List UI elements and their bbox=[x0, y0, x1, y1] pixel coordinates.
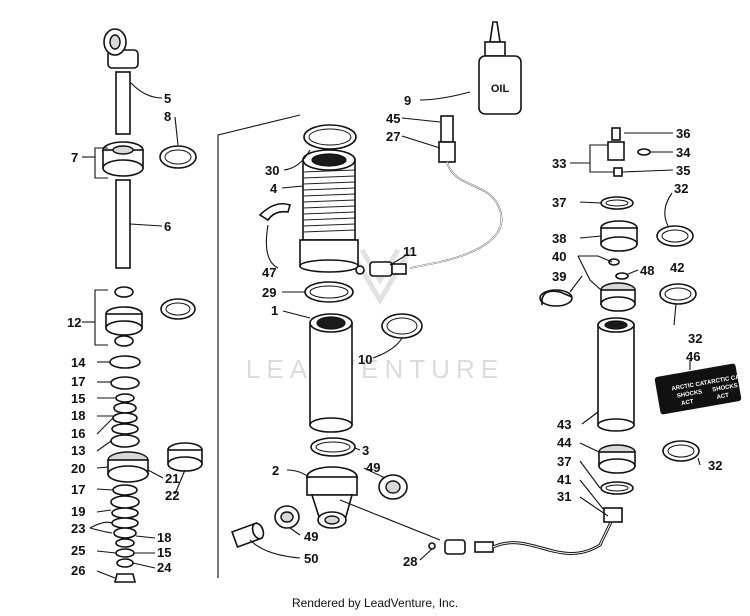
washer-stack bbox=[109, 355, 141, 448]
hose-assembly-top bbox=[409, 115, 503, 269]
spanner-47 bbox=[258, 202, 291, 222]
watermark-text: LEADVENTURE bbox=[246, 354, 504, 384]
callout-8: 8 bbox=[164, 109, 171, 124]
callout-42: 42 bbox=[670, 260, 684, 275]
callout-35: 35 bbox=[676, 163, 690, 178]
callout-33: 33 bbox=[552, 156, 566, 171]
piston-20 bbox=[107, 451, 149, 483]
lower-valve-stack bbox=[110, 484, 140, 583]
callout-34: 34 bbox=[676, 145, 691, 160]
center-shock-body bbox=[231, 124, 423, 548]
callout-numbers: 5 8 7 6 12 14 17 15 18 16 13 20 21 22 17… bbox=[67, 91, 722, 578]
split-ring-22 bbox=[167, 442, 203, 472]
callout-6: 6 bbox=[164, 219, 171, 234]
cylinder-1 bbox=[309, 313, 353, 433]
callout-7: 7 bbox=[71, 150, 78, 165]
callout-12: 12 bbox=[67, 315, 81, 330]
bearing-housing-7 bbox=[102, 141, 144, 177]
decal-logo-right: ACT bbox=[716, 393, 730, 401]
callout-49a: 49 bbox=[366, 460, 380, 475]
sleeve-50 bbox=[231, 522, 265, 548]
callout-26: 26 bbox=[71, 563, 85, 578]
callout-10: 10 bbox=[358, 352, 372, 367]
callout-2: 2 bbox=[272, 463, 279, 478]
footer-credit: Rendered by LeadVenture, Inc. bbox=[291, 596, 459, 610]
callout-20: 20 bbox=[71, 461, 85, 476]
callout-17a: 17 bbox=[71, 374, 85, 389]
callout-3: 3 bbox=[362, 443, 369, 458]
decal-logo-left: ACT bbox=[681, 399, 695, 407]
callout-45: 45 bbox=[386, 111, 400, 126]
callout-15b: 15 bbox=[157, 545, 171, 560]
callout-48: 48 bbox=[640, 263, 654, 278]
watermark: LEADVENTURE bbox=[246, 248, 504, 384]
decal-shocks-left: SHOCKS bbox=[677, 389, 703, 399]
callout-47: 47 bbox=[262, 265, 276, 280]
callout-21: 21 bbox=[165, 471, 179, 486]
shaft-5 bbox=[115, 71, 131, 135]
callout-31: 31 bbox=[557, 489, 571, 504]
callout-41: 41 bbox=[557, 472, 571, 487]
piston-group-12 bbox=[105, 286, 143, 347]
group-border bbox=[217, 114, 301, 578]
callout-19: 19 bbox=[71, 504, 85, 519]
leader-lines bbox=[82, 81, 701, 579]
callout-50: 50 bbox=[304, 551, 318, 566]
hose-assembly-bottom bbox=[339, 499, 623, 555]
callout-17b: 17 bbox=[71, 482, 85, 497]
callout-49b: 49 bbox=[304, 529, 318, 544]
callout-14: 14 bbox=[71, 355, 86, 370]
callout-39: 39 bbox=[552, 269, 566, 284]
threaded-body-4 bbox=[299, 149, 359, 273]
callout-37b: 37 bbox=[557, 454, 571, 469]
shaft-6 bbox=[115, 179, 131, 269]
callout-16: 16 bbox=[71, 426, 85, 441]
callout-13: 13 bbox=[71, 443, 85, 458]
callout-18a: 18 bbox=[71, 408, 85, 423]
callout-38: 38 bbox=[552, 231, 566, 246]
callout-28: 28 bbox=[403, 554, 417, 569]
callout-24: 24 bbox=[157, 560, 172, 575]
decal-shocks-right: SHOCKS bbox=[712, 383, 738, 393]
callout-1: 1 bbox=[271, 303, 278, 318]
callout-29: 29 bbox=[262, 285, 276, 300]
callout-9: 9 bbox=[404, 93, 411, 108]
callout-36: 36 bbox=[676, 126, 690, 141]
callout-30: 30 bbox=[265, 163, 279, 178]
callout-23: 23 bbox=[71, 521, 85, 536]
callout-27: 27 bbox=[386, 129, 400, 144]
nut-26 bbox=[113, 573, 137, 583]
eye-fitting bbox=[103, 28, 139, 69]
callout-43: 43 bbox=[557, 417, 571, 432]
callout-22: 22 bbox=[165, 488, 179, 503]
callout-5: 5 bbox=[164, 91, 171, 106]
callout-15a: 15 bbox=[71, 391, 85, 406]
callout-46: 46 bbox=[686, 349, 700, 364]
callout-32c: 32 bbox=[708, 458, 722, 473]
callout-11: 11 bbox=[403, 244, 417, 259]
valve-11 bbox=[355, 261, 407, 277]
callout-44: 44 bbox=[557, 435, 572, 450]
callout-32a: 32 bbox=[674, 181, 688, 196]
left-shock-assembly bbox=[94, 28, 203, 583]
end-cap-2 bbox=[306, 466, 358, 529]
reservoir-assembly: ARCTIC CAT SHOCKS ARCTIC CAT SHOCKS ACT … bbox=[539, 127, 744, 495]
callout-40: 40 bbox=[552, 249, 566, 264]
decal-46: ARCTIC CAT SHOCKS ARCTIC CAT SHOCKS ACT … bbox=[654, 363, 744, 415]
callout-37a: 37 bbox=[552, 195, 566, 210]
callout-25: 25 bbox=[71, 543, 85, 558]
callout-32b: 32 bbox=[688, 331, 702, 346]
callout-18b: 18 bbox=[157, 530, 171, 545]
oil-bottle-9: OIL bbox=[478, 21, 522, 115]
callout-4: 4 bbox=[270, 181, 278, 196]
oil-label: OIL bbox=[491, 83, 510, 95]
